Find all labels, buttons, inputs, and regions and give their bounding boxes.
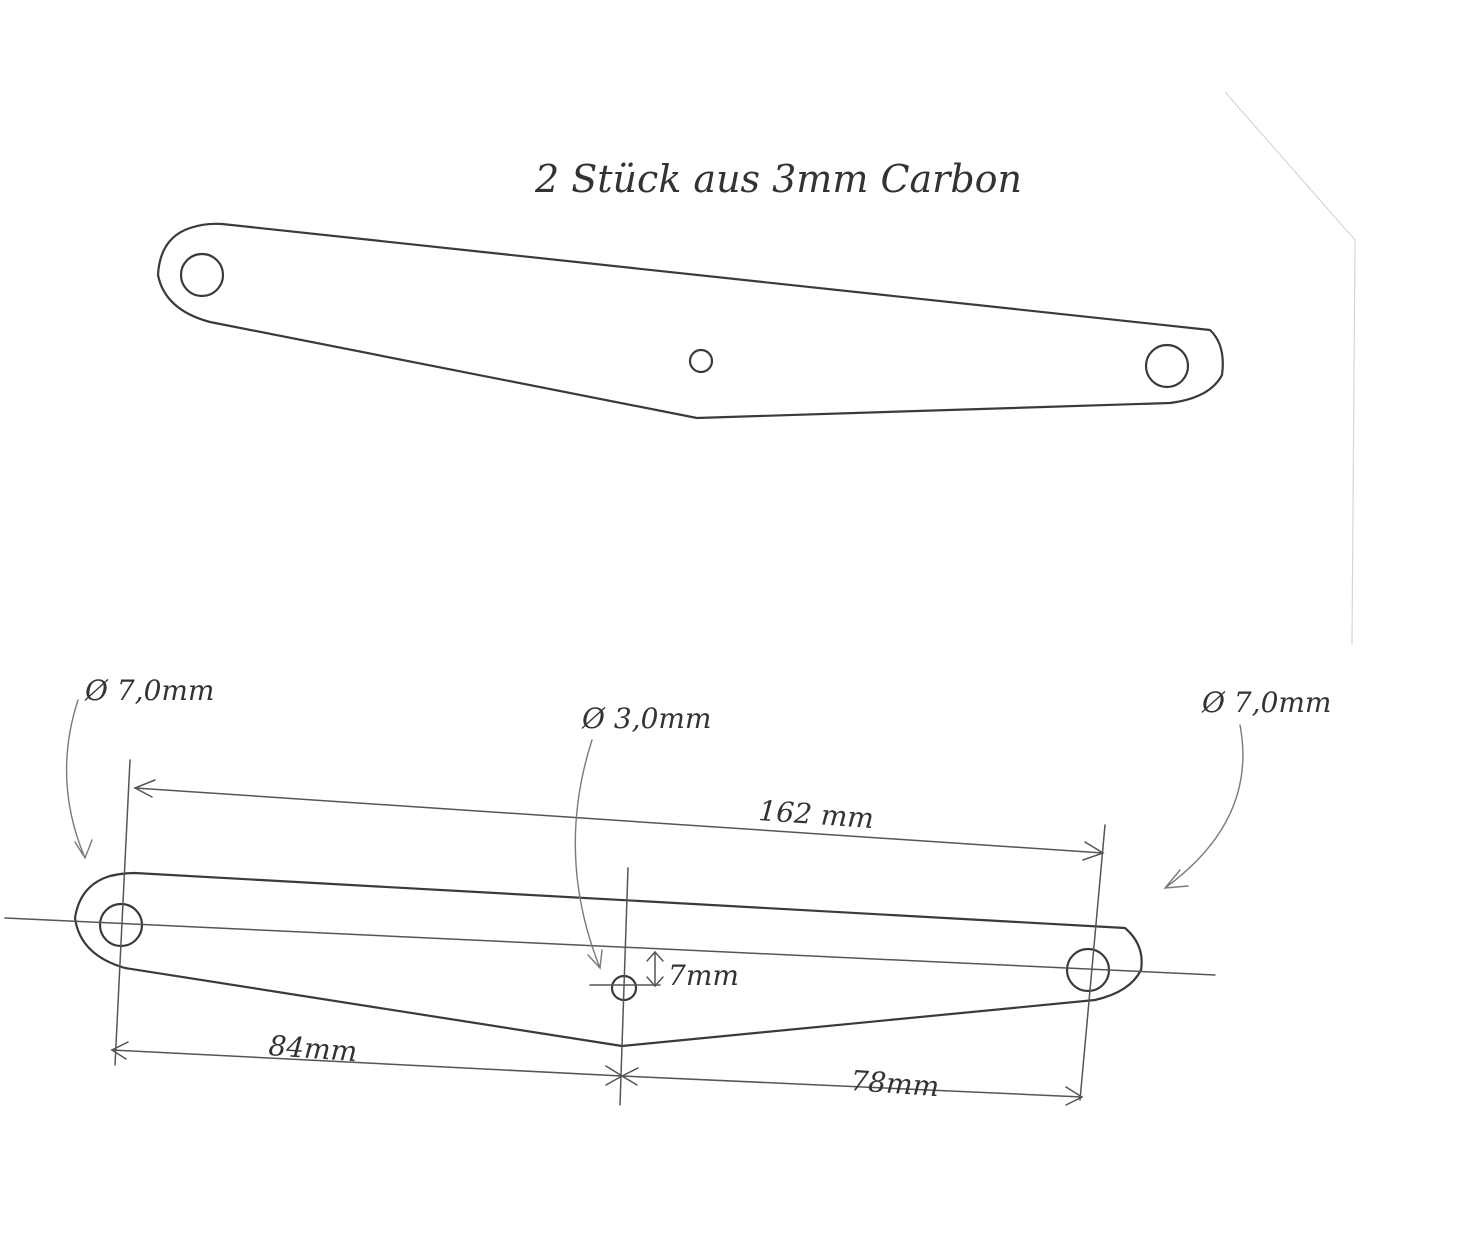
left-hole-callout: Ø 7,0mm (84, 674, 215, 707)
paper-edge (1224, 91, 1356, 646)
center-hole-leader-arrow (574, 739, 603, 970)
top-right-hole (1144, 343, 1190, 389)
right-hole-callout: Ø 7,0mm (1201, 686, 1332, 719)
overall-dimension-line (133, 779, 1105, 861)
top-center-hole (688, 348, 714, 374)
extension-lines (114, 759, 1106, 1106)
center-right-dimension-line (620, 1067, 1084, 1106)
drawing-title: 2 Stück aus 3mm Carbon (534, 157, 1022, 201)
center-axis-line (4, 917, 1216, 976)
left-center-length-label: 84mm (268, 1029, 359, 1068)
top-part-outline (156, 222, 1224, 420)
center-right-length-label: 78mm (850, 1064, 941, 1103)
overall-length-label: 162 mm (758, 794, 875, 835)
bottom-part-outline (73, 871, 1143, 1048)
right-hole-leader-arrow (1163, 724, 1244, 889)
offset-dimension-line (646, 950, 664, 988)
center-hole-callout: Ø 3,0mm (581, 702, 712, 735)
center-offset-label: 7mm (668, 959, 739, 992)
left-hole-leader-arrow (65, 699, 93, 860)
left-center-dimension-line (110, 1041, 624, 1086)
top-left-hole (179, 252, 225, 298)
